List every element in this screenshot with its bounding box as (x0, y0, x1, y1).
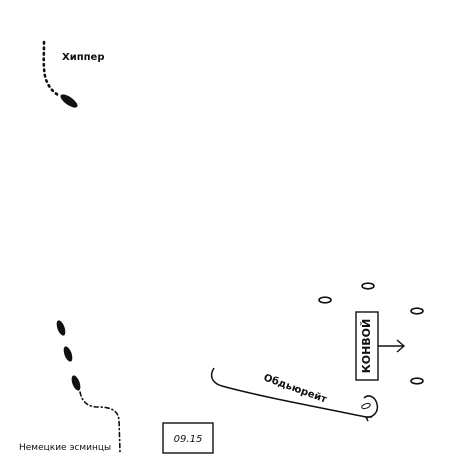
destroyer-ship-icon-3 (71, 375, 81, 391)
destroyers-label: Немецкие эсминцы (19, 443, 111, 453)
hipper-track (42, 40, 60, 97)
german-destroyers-group: Немецкие эсминцы (19, 320, 121, 453)
hipper-label: Хиппер (62, 52, 104, 63)
time-box-frame (162, 422, 214, 454)
convoy-escort-ship-icon-2 (361, 282, 375, 290)
convoy-label: КОНВОЙ (360, 319, 373, 374)
hipper-ship-icon (60, 94, 78, 108)
obdurate-turn (363, 395, 379, 418)
destroyer-ship-icon-2 (63, 346, 73, 362)
destroyer-ship-icon-1 (56, 320, 66, 336)
hipper-group: Хиппер (42, 40, 104, 108)
obdurate-ship-icon (361, 402, 371, 410)
convoy-escort-ship-icon-3 (410, 307, 424, 315)
convoy-group: КОНВОЙ (318, 282, 424, 385)
obdurate-arrowhead-icon (364, 416, 372, 422)
obdurate-label: Обдьюрейт (262, 372, 329, 406)
convoy-escort-ship-icon-4 (410, 377, 424, 385)
time-label: 09.15 (174, 434, 203, 445)
obdurate-track (210, 367, 367, 418)
obdurate-group: Обдьюрейт (210, 367, 379, 422)
destroyers-track (79, 391, 121, 453)
convoy-escort-ship-icon-1 (318, 296, 332, 304)
time-box: 09.15 (162, 422, 214, 454)
convoy-arrowhead-icon (396, 339, 406, 353)
